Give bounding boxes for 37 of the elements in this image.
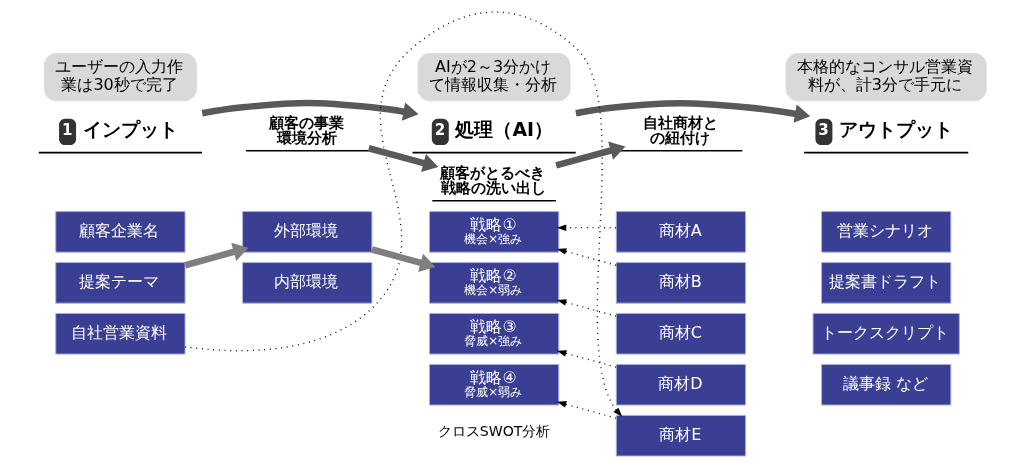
node-box: 本格的なコンサル営業資料が、計3分で手元に [785, 53, 987, 102]
node-box: 顧客企業名 [54, 211, 185, 253]
node-box: 提案テーマ [54, 262, 185, 304]
node-box: 自社営業資料 [54, 313, 185, 355]
arrow [370, 246, 435, 272]
node-box: 商材E [615, 414, 746, 457]
node-box: 議事録 など [820, 364, 951, 406]
arrow [556, 350, 617, 368]
node-box: ユーザーの入力作業は30秒で完了 [43, 53, 197, 102]
label: クロスSWOT分析 [437, 423, 550, 440]
arrow [556, 224, 617, 232]
node-box: 商材D [615, 364, 746, 406]
node-box: 戦略② 機会×弱み [428, 262, 559, 304]
node-box: 提案書ドラフト [820, 262, 951, 304]
arrow [183, 11, 622, 417]
arrow [367, 145, 438, 173]
arrow [183, 242, 248, 269]
node-text: 顧客がとるべき戦略の洗い出し [439, 163, 546, 197]
node-box: 戦略③ 脅威×強み [428, 313, 559, 355]
node-box: 商材C [615, 313, 746, 355]
node-box: 戦略① 機会×強み [428, 211, 559, 253]
node-box: 商材B [615, 262, 746, 304]
arrow [574, 100, 810, 123]
arrow [556, 299, 617, 317]
node-box: 戦略④ 脅威×弱み [428, 364, 559, 406]
node-text: 自社商材との紐付け [642, 113, 718, 147]
node-box: 外部環境 [241, 211, 372, 253]
node-box: トークスクリプト [812, 313, 960, 355]
node-box: 営業シナリオ [820, 211, 951, 253]
arrow [201, 99, 419, 121]
node-text: 顧客の事業環境分析 [269, 113, 344, 147]
arrow [554, 141, 625, 169]
arrow [556, 248, 617, 266]
node-box: 商材A [615, 211, 746, 253]
arrow [556, 401, 617, 419]
node-box: 内部環境 [241, 262, 372, 304]
node-box: AIが2～3分かけて情報収集・分析 [417, 53, 571, 102]
